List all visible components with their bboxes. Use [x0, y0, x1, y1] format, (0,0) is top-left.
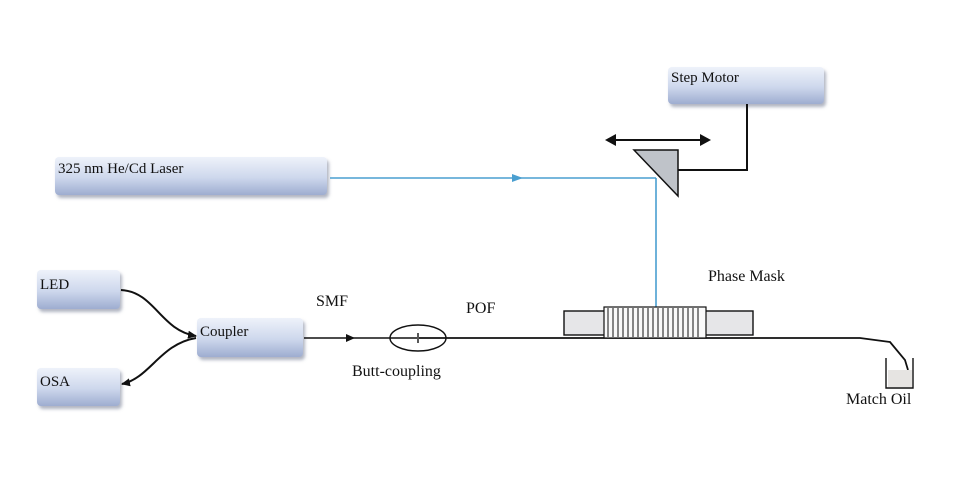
led-box: LED: [37, 270, 120, 309]
motor-drive-link: [678, 104, 748, 171]
osa-label: OSA: [40, 374, 70, 390]
laser-box: 325 nm He/Cd Laser: [55, 157, 327, 195]
translation-arrow-icon: [605, 134, 711, 146]
match-oil-label: Match Oil: [846, 391, 912, 408]
coupler-label: Coupler: [200, 324, 248, 340]
step-motor-box: Step Motor: [668, 67, 824, 104]
pof-label: POF: [466, 300, 495, 317]
coupler-to-osa-arrow: [121, 337, 197, 387]
match-oil-container: [885, 358, 914, 389]
smf-label: SMF: [316, 293, 348, 310]
laser-label: 325 nm He/Cd Laser: [58, 161, 183, 177]
step-motor-label: Step Motor: [671, 70, 739, 86]
butt-coupling-label: Butt-coupling: [352, 363, 441, 380]
phase-mask-label: Phase Mask: [708, 268, 785, 285]
osa-box: OSA: [37, 368, 120, 406]
phase-mask-grating: [607, 308, 699, 337]
coupler-box: Coupler: [197, 318, 303, 357]
led-label: LED: [40, 277, 69, 293]
mirror-prism-icon: [632, 149, 679, 198]
phase-mask: [563, 306, 754, 339]
led-to-coupler-arrow: [120, 289, 197, 339]
pof-fiber: [419, 337, 909, 371]
